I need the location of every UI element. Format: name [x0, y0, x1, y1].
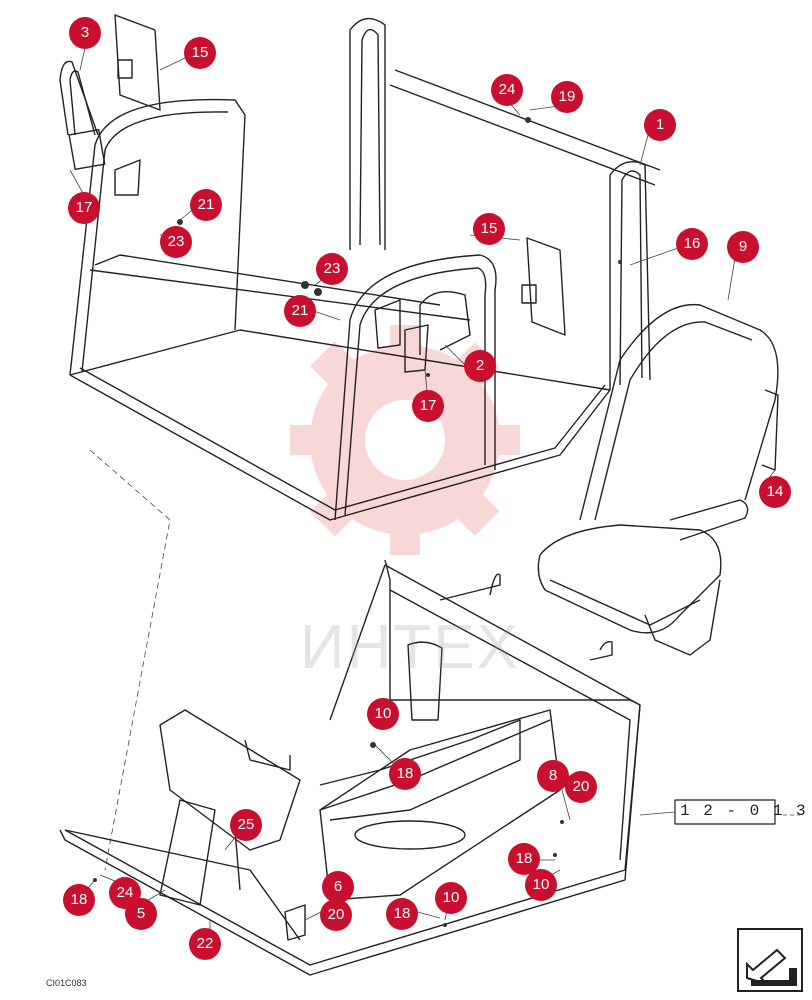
callout-23: 23	[160, 226, 192, 258]
reference-number: 1 2 - 0 1 3	[680, 802, 808, 820]
callout-8: 8	[537, 760, 569, 792]
callout-20: 20	[565, 771, 597, 803]
callout-24: 24	[491, 74, 523, 106]
sheet-code: CI01C083	[46, 978, 87, 988]
callout-18: 18	[389, 758, 421, 790]
callout-21: 21	[284, 295, 316, 327]
callout-24: 24	[109, 877, 141, 909]
callout-16: 16	[676, 228, 708, 260]
callout-17: 17	[412, 390, 444, 422]
callout-18: 18	[386, 898, 418, 930]
callout-23: 23	[316, 253, 348, 285]
callout-10: 10	[435, 882, 467, 914]
callout-19: 19	[551, 81, 583, 113]
callout-10: 10	[367, 698, 399, 730]
callout-25: 25	[230, 809, 262, 841]
callout-18: 18	[508, 843, 540, 875]
gear-watermark-icon	[290, 325, 520, 555]
watermark-text: ИНТЕХ	[300, 613, 520, 682]
callout-20: 20	[320, 899, 352, 931]
callout-9: 9	[727, 231, 759, 263]
callout-14: 14	[759, 476, 791, 508]
callout-18: 18	[63, 884, 95, 916]
callout-21: 21	[190, 189, 222, 221]
callout-6: 6	[322, 871, 354, 903]
callout-15: 15	[473, 213, 505, 245]
callout-2: 2	[464, 350, 496, 382]
callout-17: 17	[68, 192, 100, 224]
callout-1: 1	[644, 109, 676, 141]
callout-10: 10	[525, 869, 557, 901]
next-page-arrow-icon[interactable]	[737, 928, 803, 992]
callout-22: 22	[189, 928, 221, 960]
callout-3: 3	[69, 17, 101, 49]
callout-15: 15	[184, 37, 216, 69]
